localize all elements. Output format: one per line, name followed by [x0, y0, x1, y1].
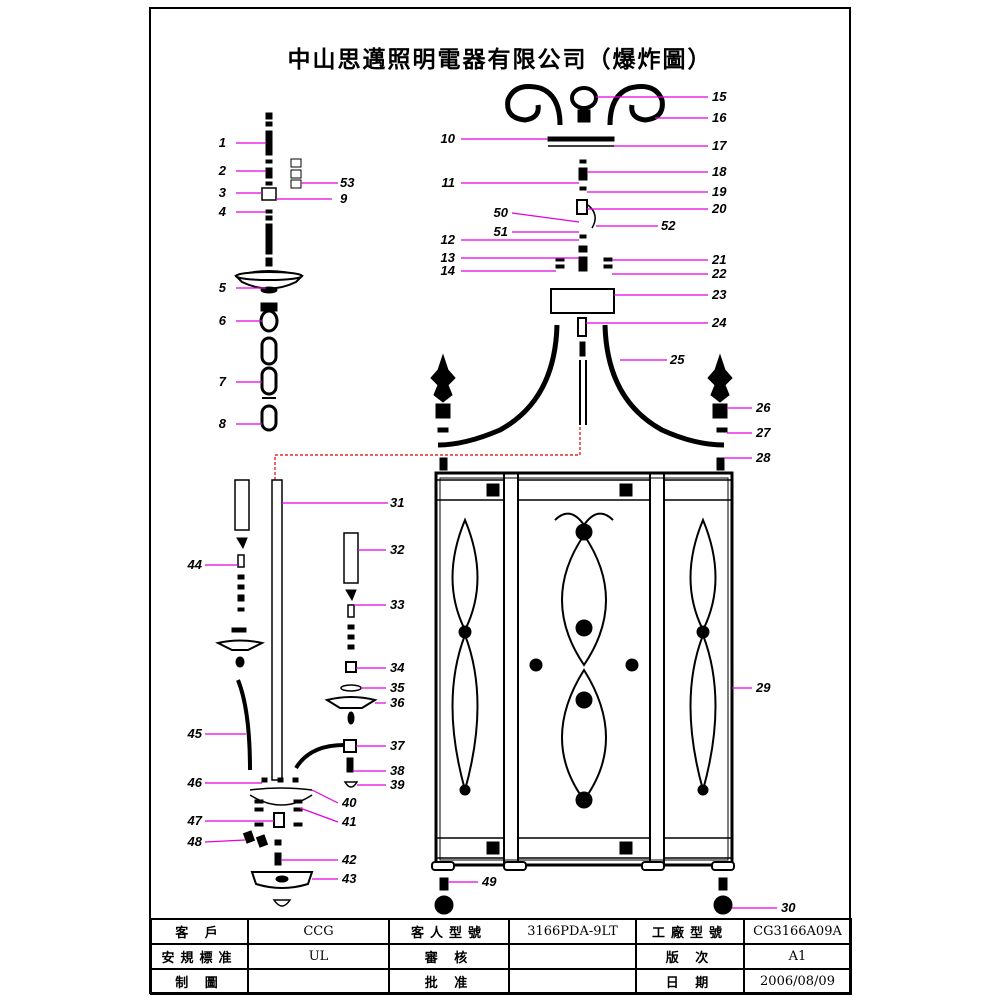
part-label: 6	[218, 313, 226, 328]
approve-value	[508, 968, 637, 995]
part-label: 11	[441, 175, 456, 190]
part-label: 28	[756, 450, 771, 465]
part-label: 8	[218, 416, 226, 431]
review-label: 審 核	[388, 943, 510, 970]
socket-cluster-assembly	[215, 479, 378, 907]
part-label: 2	[218, 163, 226, 178]
approve-label: 批 准	[388, 968, 510, 995]
part-label: 17	[712, 138, 727, 153]
top-crown-assembly	[430, 84, 733, 471]
part-label: 24	[712, 315, 727, 330]
page-title: 中山思邁照明電器有限公司（爆炸圖）	[287, 46, 713, 73]
part-label: 27	[756, 425, 771, 440]
part-label: 19	[712, 184, 727, 199]
part-label: 50	[493, 205, 508, 220]
part-label: 5	[218, 280, 226, 295]
part-label: 38	[390, 763, 405, 778]
part-label: 36	[390, 695, 405, 710]
review-value	[508, 943, 637, 970]
part-label: 33	[390, 597, 405, 612]
date-label: 日 期	[635, 968, 745, 995]
wire-path	[274, 425, 581, 480]
part-label: 10	[440, 131, 455, 146]
part-label: 48	[187, 834, 202, 849]
left-hanging-assembly	[234, 112, 304, 432]
customer-model-value: 3166PDA-9LT	[508, 918, 637, 945]
part-label: 45	[187, 726, 202, 741]
part-label: 14	[440, 263, 455, 278]
part-label: 46	[187, 775, 202, 790]
part-label: 35	[390, 680, 405, 695]
version-value: A1	[743, 943, 852, 970]
standard-label: 安規標准	[150, 943, 249, 970]
part-label: 7	[218, 374, 226, 389]
part-label: 53	[340, 175, 355, 190]
part-label: 18	[712, 164, 727, 179]
standard-value: UL	[247, 943, 390, 970]
customer-label: 客 戶	[150, 918, 249, 945]
version-label: 版 次	[635, 943, 745, 970]
part-label: 42	[342, 852, 357, 867]
part-label: 49	[482, 874, 497, 889]
part-label: 37	[390, 738, 405, 753]
factory-model-value: CG3166A09A	[743, 918, 852, 945]
part-label: 22	[712, 266, 727, 281]
part-label: 23	[712, 287, 727, 302]
date-value: 2006/08/09	[743, 968, 852, 995]
drawn-label: 制 圖	[150, 968, 249, 995]
drawn-value	[247, 968, 390, 995]
part-label: 52	[661, 218, 676, 233]
customer-value: CCG	[247, 918, 390, 945]
part-label: 9	[340, 191, 348, 206]
part-label: 4	[218, 204, 226, 219]
part-label: 21	[712, 252, 727, 267]
part-label: 32	[390, 542, 405, 557]
factory-model-label: 工廠型號	[635, 918, 745, 945]
title-block: 客 戶 CCG 客人型號 3166PDA-9LT 工廠型號 CG3166A09A…	[150, 918, 852, 995]
part-label: 51	[493, 224, 508, 239]
part-label: 30	[781, 900, 796, 915]
part-label: 13	[440, 250, 455, 265]
lantern-body	[431, 471, 735, 915]
leader-lines	[204, 96, 777, 909]
part-label: 41	[342, 814, 357, 829]
part-label: 29	[756, 680, 771, 695]
part-label: 3	[218, 185, 226, 200]
part-label: 40	[342, 795, 357, 810]
part-label: 20	[712, 201, 727, 216]
part-label: 31	[390, 495, 405, 510]
part-label: 16	[712, 110, 727, 125]
part-label: 12	[440, 232, 455, 247]
part-label: 26	[756, 400, 771, 415]
part-label: 1	[218, 135, 226, 150]
part-label: 39	[390, 777, 405, 792]
part-label: 47	[187, 813, 202, 828]
part-label: 44	[187, 557, 202, 572]
customer-model-label: 客人型號	[388, 918, 510, 945]
part-label: 25	[670, 352, 685, 367]
part-label: 34	[390, 660, 405, 675]
part-label: 43	[342, 871, 357, 886]
part-label: 15	[712, 89, 727, 104]
